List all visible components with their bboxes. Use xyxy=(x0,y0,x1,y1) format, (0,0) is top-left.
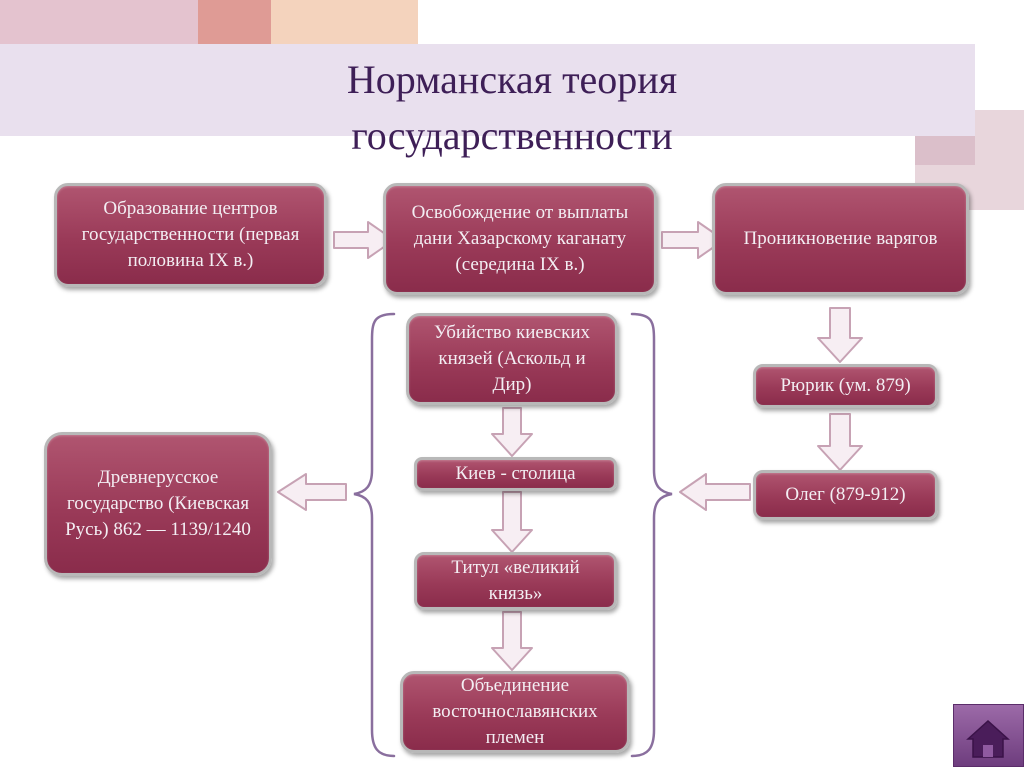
arrow-rurik-to-oleg xyxy=(817,413,863,471)
box-unification: Объединение восточнославянских племен xyxy=(400,671,630,753)
arrow-liberation-to-varangians xyxy=(661,221,725,259)
page-title: Норманская теория государственности xyxy=(0,52,1024,164)
box-kiev: Киев - столица xyxy=(414,457,617,491)
home-icon xyxy=(966,719,1010,758)
box-oleg: Олег (879-912) xyxy=(753,470,938,520)
box-liberation-text: Освобождение от выплаты дани Хазарскому … xyxy=(411,202,629,275)
left-brace xyxy=(353,312,396,758)
box-old-rus: Древнерусское государство (Киевская Русь… xyxy=(44,432,272,576)
title-line-2: государственности xyxy=(351,113,673,158)
box-title-grand: Титул «великий князь» xyxy=(414,552,617,610)
home-button[interactable] xyxy=(953,704,1024,767)
arrow-kiev-to-title xyxy=(491,491,533,553)
box-rurik: Рюрик (ум. 879) xyxy=(753,364,938,408)
box-oleg-text: Олег (879-912) xyxy=(785,484,906,505)
box-rurik-text: Рюрик (ум. 879) xyxy=(780,375,911,396)
box-murder: Убийство киевских князей (Аскольд и Дир) xyxy=(406,313,618,405)
box-unification-text: Объединение восточнославянских племен xyxy=(432,675,598,748)
arrow-varangians-to-rurik xyxy=(817,307,863,363)
box-liberation: Освобождение от выплаты дани Хазарскому … xyxy=(383,183,657,295)
title-line-1: Норманская теория xyxy=(346,57,678,102)
box-varangians-text: Проникновение варягов xyxy=(743,228,938,249)
title-band xyxy=(0,44,975,136)
arrow-murder-to-kiev xyxy=(491,407,533,457)
box-kiev-text: Киев - столица xyxy=(455,463,576,484)
arrow-title-to-unification xyxy=(491,611,533,671)
box-formation-text: Образование центров государственности (п… xyxy=(81,198,300,271)
box-old-rus-text: Древнерусское государство (Киевская Русь… xyxy=(65,467,251,540)
arrow-oleg-to-center xyxy=(679,473,751,511)
box-varangians: Проникновение варягов xyxy=(712,183,969,295)
arrow-center-to-old-rus xyxy=(277,473,347,511)
box-murder-text: Убийство киевских князей (Аскольд и Дир) xyxy=(433,322,591,395)
box-formation: Образование центров государственности (п… xyxy=(54,183,327,287)
box-title-grand-text: Титул «великий князь» xyxy=(451,557,580,604)
arrow-formation-to-liberation xyxy=(333,221,395,259)
right-brace xyxy=(630,312,673,758)
